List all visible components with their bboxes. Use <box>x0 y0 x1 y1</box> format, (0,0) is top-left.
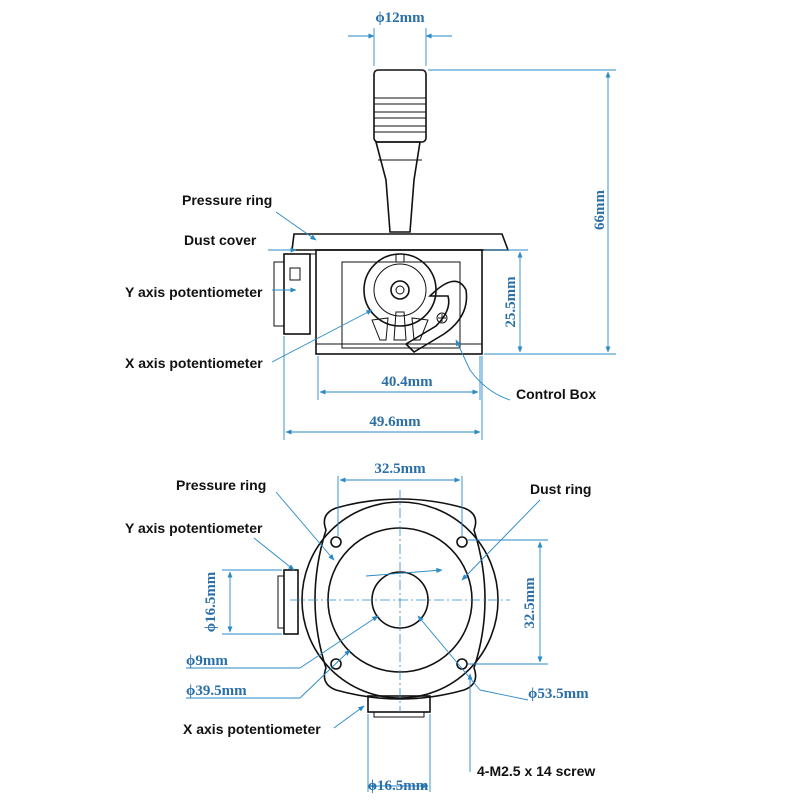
dim-outer-dia: ϕ53.5mm <box>528 686 589 702</box>
cam-lever <box>404 280 468 354</box>
flange <box>314 498 486 700</box>
dust-cover-plate <box>291 233 510 251</box>
side-view: ϕ12mm 66mm 25.5mm 40.4mm 49.6mm Pressure… <box>125 10 616 440</box>
label-control-box: Control Box <box>516 386 596 402</box>
y-potentiometer-side <box>273 253 316 335</box>
dim-height: 66mm <box>592 190 608 230</box>
dim-handle-dia: ϕ12mm <box>375 10 425 26</box>
dim-overall-width: 49.6mm <box>369 414 421 430</box>
label-y-pot-side: Y axis potentiometer <box>125 284 263 300</box>
dim-pot-width-side: ϕ16.5mm <box>203 571 219 632</box>
dim-inner-dia: ϕ9mm <box>186 653 228 669</box>
label-x-pot-side: X axis potentiometer <box>125 355 263 371</box>
x-potentiometer-side <box>363 253 437 341</box>
label-dust-cover: Dust cover <box>184 232 257 248</box>
dim-mid-dia: ϕ39.5mm <box>186 683 247 699</box>
screw-hole-tr <box>456 536 468 548</box>
handle-shaft <box>374 141 421 233</box>
label-pressure-ring-side: Pressure ring <box>182 192 272 208</box>
label-x-pot-top: X axis potentiometer <box>183 721 321 737</box>
control-box <box>315 249 483 355</box>
screw-hole-tl <box>330 536 342 548</box>
label-dust-ring: Dust ring <box>530 481 591 497</box>
dim-box-width: 40.4mm <box>381 374 433 390</box>
top-view: 32.5mm 32.5mm ϕ16.5mm ϕ16.5mm ϕ9mm ϕ39. <box>125 461 595 794</box>
dim-pot-width-bottom: ϕ16.5mm <box>368 778 429 794</box>
dim-box-height: 25.5mm <box>503 276 519 328</box>
dim-hole-spacing-h: 32.5mm <box>374 461 426 477</box>
screw-hole-bl <box>330 658 342 670</box>
y-potentiometer-top <box>283 569 299 635</box>
label-y-pot-top: Y axis potentiometer <box>125 520 263 536</box>
label-screw: 4-M2.5 x 14 screw <box>477 763 595 779</box>
dim-hole-spacing-v: 32.5mm <box>522 577 538 629</box>
label-pressure-ring-top: Pressure ring <box>176 477 266 493</box>
handle-knob <box>373 69 427 143</box>
